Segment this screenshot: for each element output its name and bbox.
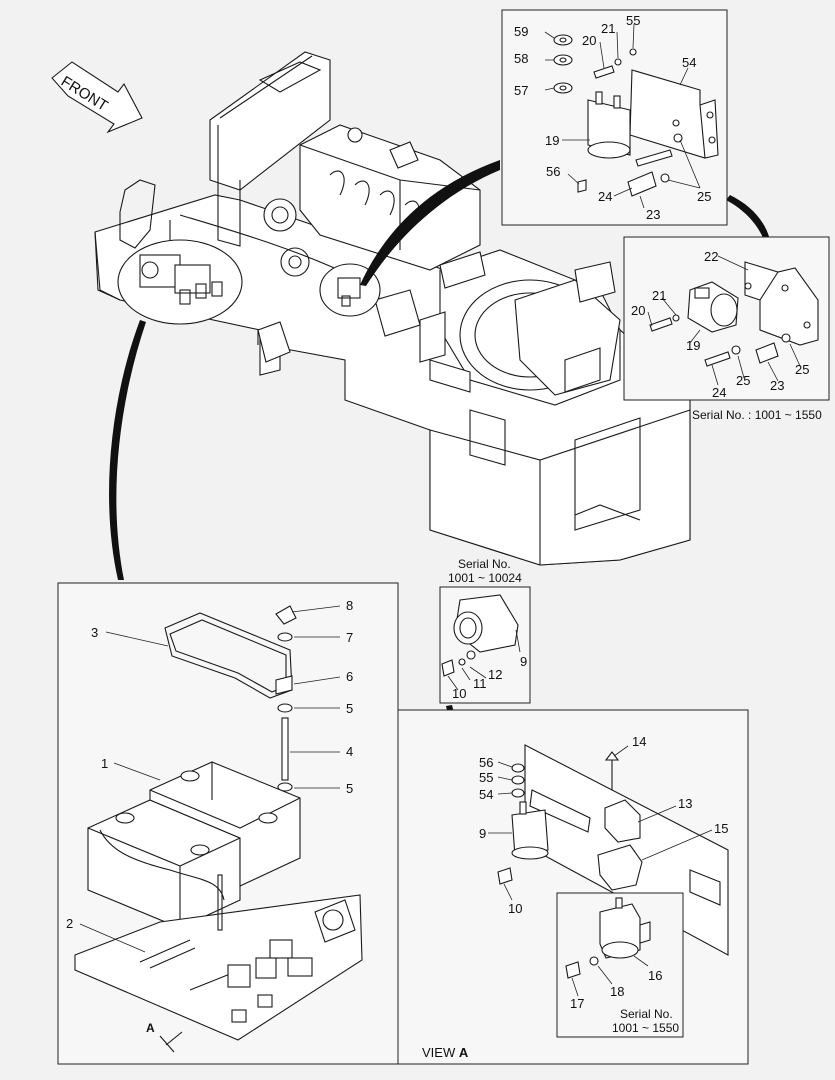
callout-10: 10 (508, 901, 522, 916)
battery-panel: 8 7 3 6 5 4 1 5 2 A (57, 582, 399, 1065)
callout-25: 25 (697, 189, 711, 204)
callout-4: 4 (346, 744, 353, 759)
serial-caption-bottom-line2: 1001 ~ 1550 (612, 1021, 679, 1035)
callout-55: 55 (479, 770, 493, 785)
view-label-letter: A (459, 1045, 469, 1060)
right-inset-pointer (726, 195, 770, 240)
section-a-letter: A (146, 1021, 155, 1035)
serial-caption-bottom-line1: Serial No. (620, 1007, 673, 1021)
callout-54: 54 (479, 787, 493, 802)
callout-14: 14 (632, 734, 646, 749)
callout-16: 16 (648, 968, 662, 983)
view-a-panel: 14 56 55 54 13 15 9 10 16 17 18 Serial N… (397, 709, 749, 1065)
callout-56: 56 (546, 164, 560, 179)
callout-23: 23 (646, 207, 660, 222)
callout-2: 2 (66, 916, 73, 931)
callout-1: 1 (101, 756, 108, 771)
view-label-prefix: VIEW (422, 1045, 456, 1060)
callout-12: 12 (488, 667, 502, 682)
callout-24: 24 (712, 385, 726, 400)
middle-inset: 9 12 11 10 (439, 586, 531, 704)
serial-caption-middle-line1: Serial No. (458, 557, 511, 571)
serial-caption-top-right: Serial No. : 1001 ~ 1550 (692, 408, 822, 422)
front-arrow: FRONT (51, 61, 143, 134)
callout-7: 7 (346, 630, 353, 645)
callout-25: 25 (736, 373, 750, 388)
callout-5: 5 (346, 701, 353, 716)
callout-19: 19 (686, 338, 700, 353)
callout-23: 23 (770, 378, 784, 393)
callout-22: 22 (704, 249, 718, 264)
callout-11: 11 (473, 676, 487, 691)
callout-15: 15 (714, 821, 728, 836)
callout-5: 5 (346, 781, 353, 796)
callout-56: 56 (479, 755, 493, 770)
callout-57: 57 (514, 83, 528, 98)
battery-pointer (109, 320, 146, 580)
callout-9: 9 (520, 654, 527, 669)
callout-58: 58 (514, 51, 528, 66)
callout-54: 54 (682, 55, 696, 70)
callout-17: 17 (570, 996, 584, 1011)
callout-19: 19 (545, 133, 559, 148)
callout-3: 3 (91, 625, 98, 640)
callout-6: 6 (346, 669, 353, 684)
callout-55: 55 (626, 13, 640, 28)
callout-8: 8 (346, 598, 353, 613)
callout-21: 21 (601, 21, 615, 36)
callout-24: 24 (598, 189, 612, 204)
callout-18: 18 (610, 984, 624, 999)
machine-assembly: FRONT (51, 51, 691, 566)
top-inset-pointer (360, 160, 500, 286)
callout-25: 25 (795, 362, 809, 377)
serial-caption-middle-line2: 1001 ~ 10024 (448, 571, 522, 585)
callout-20: 20 (582, 33, 596, 48)
callout-21: 21 (652, 288, 666, 303)
callout-9: 9 (479, 826, 486, 841)
view-label: VIEW A (422, 1045, 469, 1060)
right-inset: 22 21 20 19 24 25 23 25 (623, 236, 830, 401)
callout-10: 10 (452, 686, 466, 701)
callout-13: 13 (678, 796, 692, 811)
callout-20: 20 (631, 303, 645, 318)
callout-59: 59 (514, 24, 528, 39)
top-inset: 59 58 57 21 20 55 54 19 56 24 23 25 (501, 9, 728, 226)
